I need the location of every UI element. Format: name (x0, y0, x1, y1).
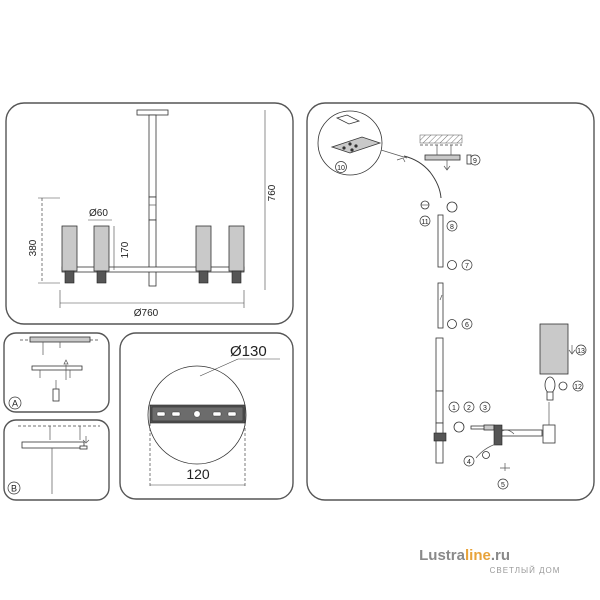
step-7-label: 7 (465, 263, 469, 270)
dimensions-panel: Ø60 380 170 760 Ø760 (5, 102, 294, 325)
variant-b-badge (7, 481, 21, 495)
canopy-diameter-label: Ø130 (230, 343, 267, 360)
shade-diameter-label: Ø60 (89, 208, 108, 219)
step-6-label: 6 (465, 322, 469, 329)
step-1-label: 1 (452, 405, 456, 412)
lamp-shade-left-1 (61, 225, 78, 284)
watermark-tagline: СВЕТЛЫЙ ДОМ (490, 566, 561, 575)
step-4-label: 4 (467, 459, 471, 466)
watermark-brand-a: Lustra (419, 547, 466, 564)
plate-width-label: 120 (186, 466, 210, 482)
canopy-panel: Ø130 120 (119, 332, 294, 500)
watermark: Lustraline.ru СВЕТЛЫЙ ДОМ (419, 547, 561, 575)
height-760-label: 760 (267, 184, 278, 201)
step-11-label: 11 (421, 219, 428, 226)
step-2-label: 2 (467, 405, 471, 412)
variant-b-label: B (11, 484, 17, 494)
svg-text:Lustraline.ru: Lustraline.ru (419, 547, 510, 564)
diameter-760-label: Ø760 (134, 308, 159, 319)
lamp-shade-right-1 (195, 225, 212, 284)
step-12-label: 12 (574, 384, 582, 391)
height-170-label: 170 (120, 241, 131, 258)
step-3-label: 3 (483, 405, 487, 412)
watermark-brand-b: line (465, 547, 491, 564)
step-13-label: 13 (577, 348, 585, 355)
step-5-label: 5 (501, 482, 505, 489)
assembly-panel: 10 9 11 8 7 6 (306, 102, 595, 501)
variant-a-label: A (12, 399, 18, 409)
step-8-label: 8 (450, 224, 454, 231)
variant-b-panel: B (3, 419, 110, 501)
magnified-detail: 10 (317, 110, 408, 176)
watermark-brand-c: .ru (491, 547, 510, 564)
step-10-label: 10 (337, 165, 345, 172)
lamp-shade-left-2 (93, 225, 110, 284)
variant-a-badge (8, 396, 22, 410)
lamp-shade-right-2 (228, 225, 245, 284)
step-9-label: 9 (473, 158, 477, 165)
height-380-label: 380 (28, 239, 39, 256)
variant-a-panel: A (3, 332, 110, 413)
